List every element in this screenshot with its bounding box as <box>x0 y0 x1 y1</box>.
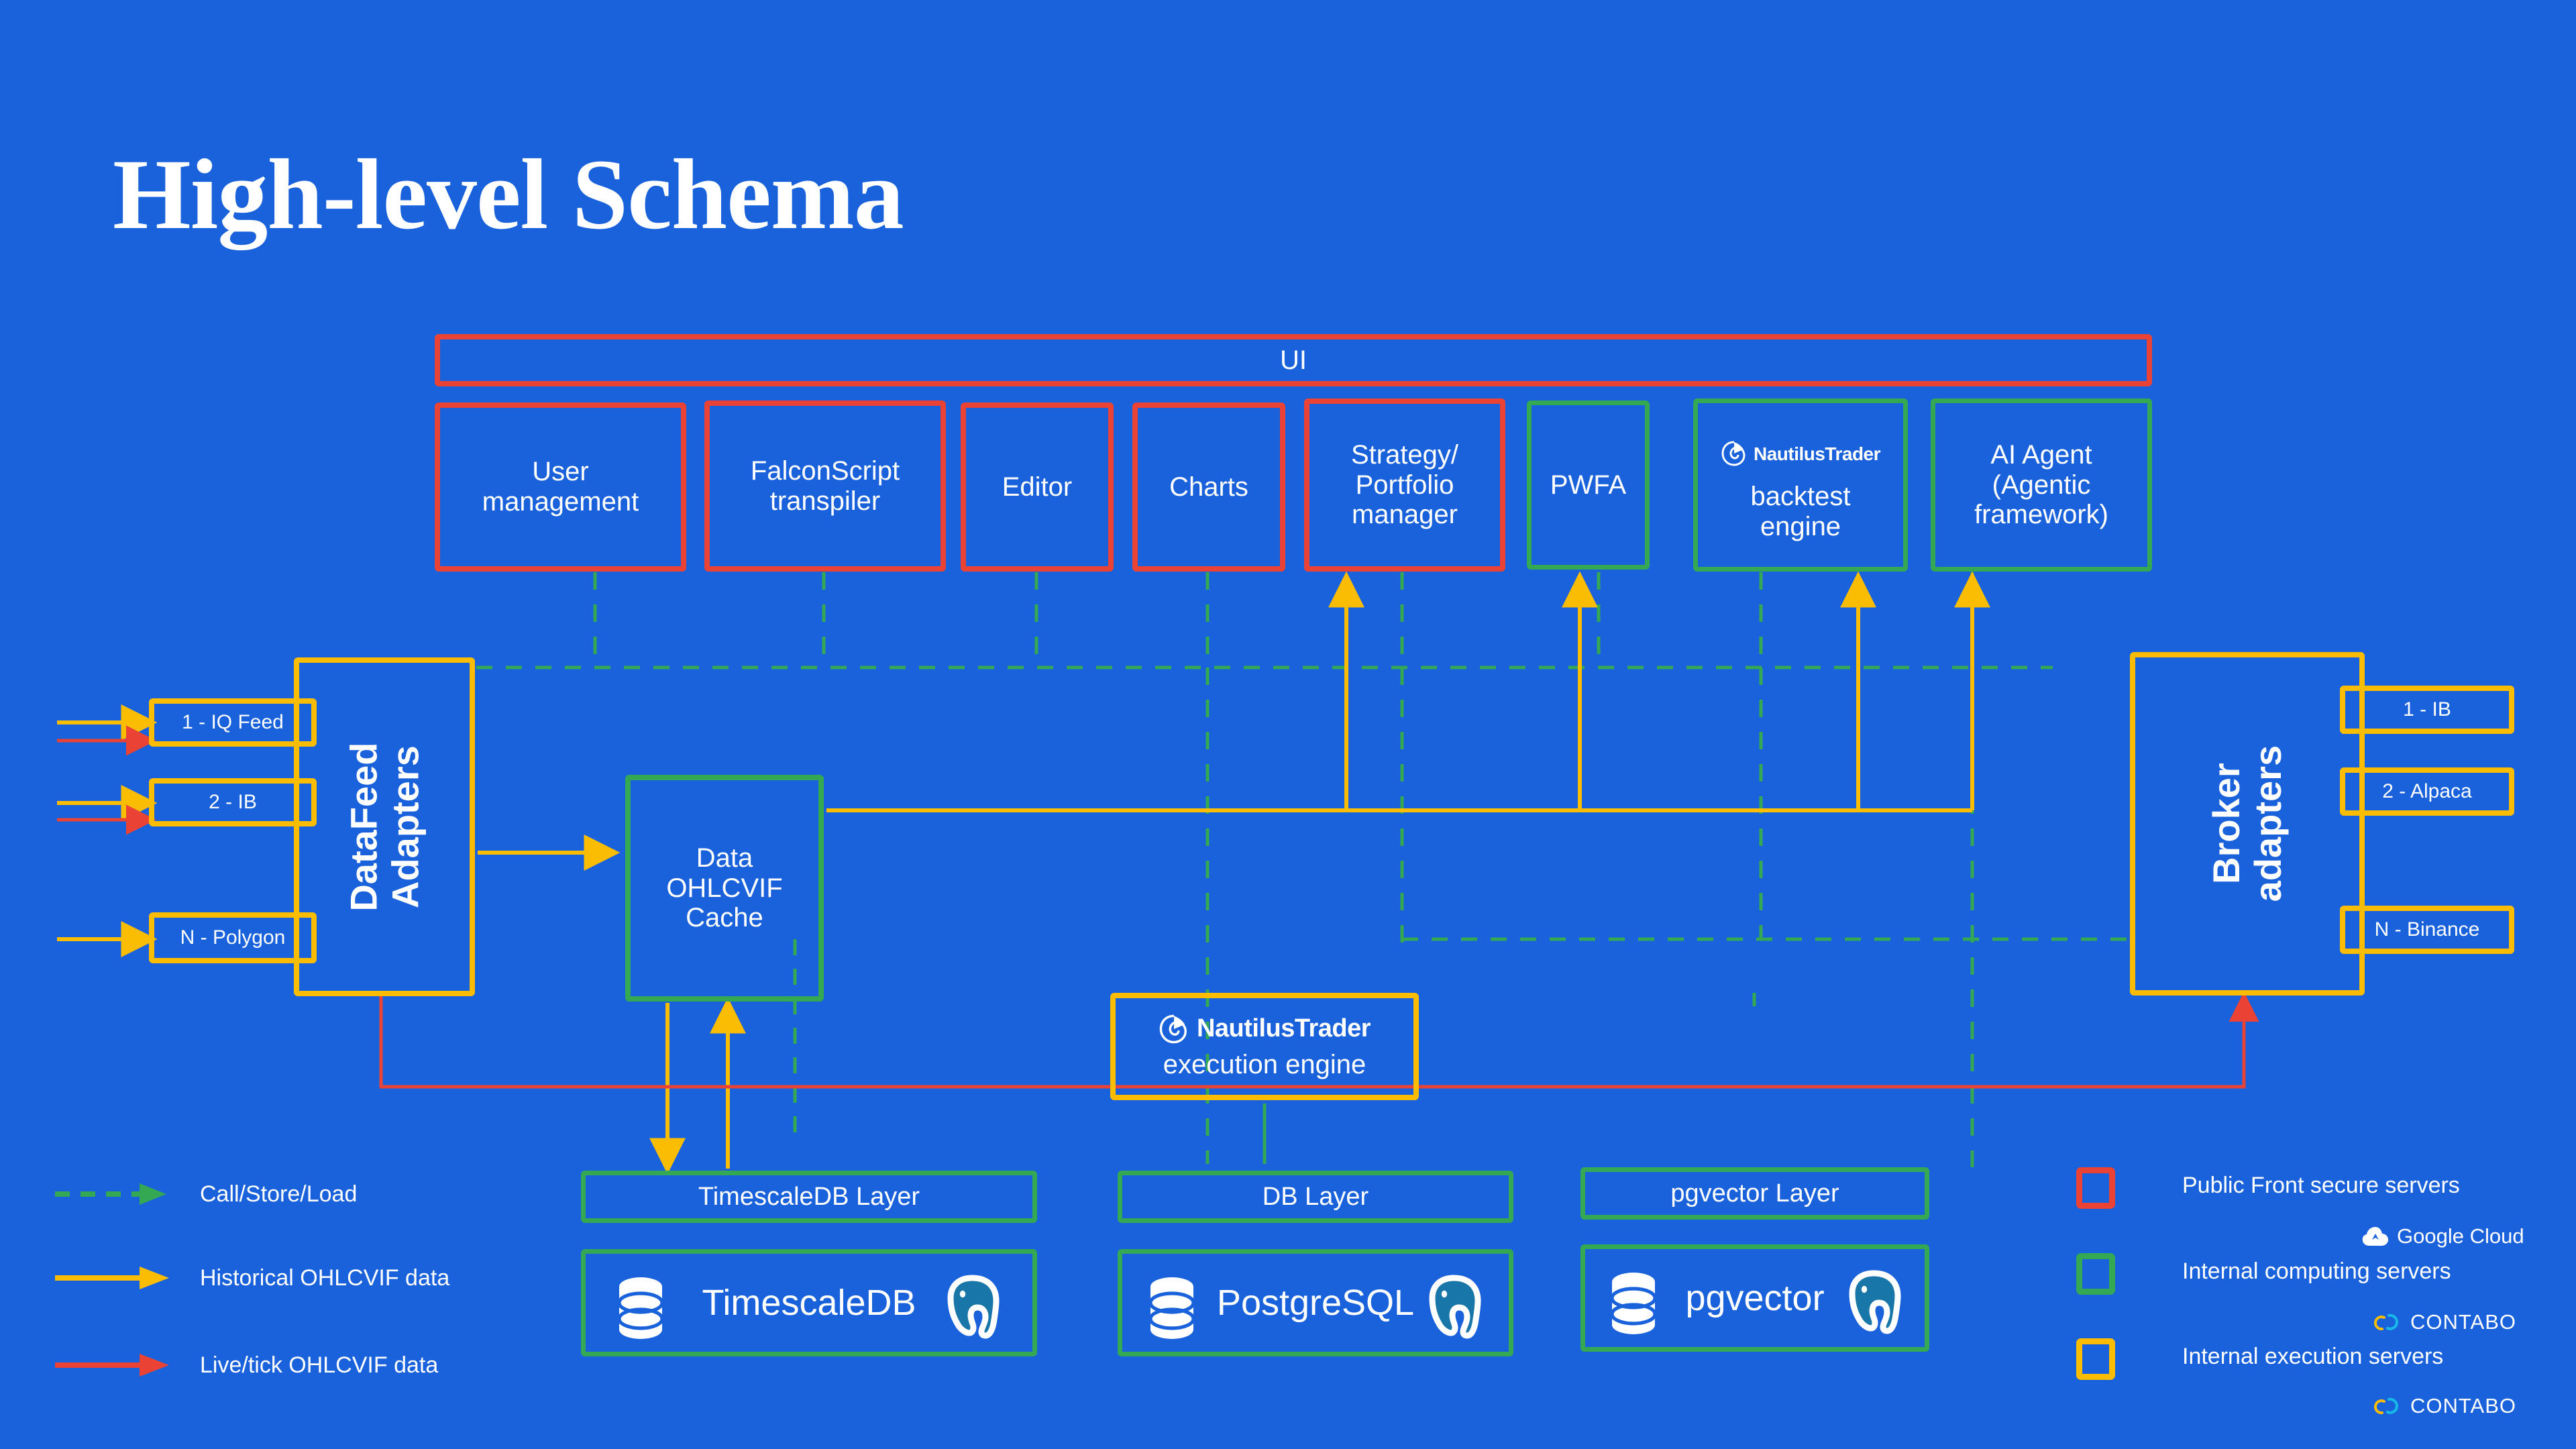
legend-label: Live/tick OHLCVIF data <box>200 1352 439 1378</box>
legend-label: Internal execution servers <box>2182 1344 2444 1369</box>
legend-internal-execution-servers: Internal execution servers <box>2076 1338 2559 1380</box>
legend-historical-data: Historical OHLCVIF data <box>54 1261 590 1295</box>
legend-swatch-yellow <box>2076 1338 2115 1380</box>
broker-item-label: N - Binance <box>2374 918 2480 941</box>
provider-contabo-1: CONTABO <box>2371 1310 2516 1334</box>
broker-adapters-container[interactable]: Broker adapters <box>2130 652 2365 996</box>
ui-module-label: Editor <box>1002 472 1073 502</box>
datafeed-item-ib[interactable]: 2 - IB <box>149 778 317 826</box>
ui-module-label: User management <box>482 457 639 517</box>
execution-engine-label: execution engine <box>1163 1049 1366 1079</box>
timescaledb-layer[interactable]: TimescaleDB Layer <box>581 1171 1037 1223</box>
timescaledb-server[interactable]: TimescaleDB <box>581 1249 1037 1356</box>
solid-arrow-icon <box>55 1267 169 1289</box>
contabo-icon <box>2374 1397 2398 1415</box>
datafeed-adapters-title: DataFeed Adapters <box>342 742 426 912</box>
provider-label: CONTABO <box>2410 1394 2516 1417</box>
legend-label: Historical OHLCVIF data <box>200 1265 450 1291</box>
data-ohlcvif-cache[interactable]: Data OHLCVIF Cache <box>625 775 824 1002</box>
solid-arrow-icon <box>55 1354 169 1377</box>
ui-module-strategy-portfolio-manager[interactable]: Strategy/ Portfolio manager <box>1304 398 1505 572</box>
broker-item-label: 1 - IB <box>2403 698 2451 721</box>
ui-module-label: Charts <box>1169 472 1248 502</box>
datafeed-item-iq-feed[interactable]: 1 - IQ Feed <box>149 698 317 747</box>
nautilustrader-logo: NautilusTrader <box>1159 1014 1371 1044</box>
nautilustrader-logo: NautilusTrader <box>1721 440 1881 467</box>
legend-internal-computing-servers: Internal computing servers <box>2076 1253 2559 1295</box>
datafeed-item-label: 2 - IB <box>209 791 257 814</box>
postgresql-elephant-icon <box>1423 1273 1485 1346</box>
provider-contabo-2: CONTABO <box>2371 1394 2516 1418</box>
ui-bar[interactable]: UI <box>435 334 2152 386</box>
storage-db-name: PostgreSQL <box>1216 1282 1415 1323</box>
nautilus-shell-icon <box>1159 1014 1187 1043</box>
ui-module-label: Strategy/ Portfolio manager <box>1350 439 1459 530</box>
legend-swatch-red <box>2076 1167 2115 1209</box>
legend-public-front-servers: Public Front secure servers <box>2076 1167 2559 1209</box>
provider-label: CONTABO <box>2410 1310 2516 1334</box>
legend-call-store-load: Call/Store/Load <box>54 1177 523 1211</box>
ui-bar-label: UI <box>1280 345 1307 375</box>
database-cylinder-icon <box>611 1276 670 1344</box>
db-layer[interactable]: DB Layer <box>1118 1171 1513 1223</box>
postgresql-elephant-icon <box>1843 1268 1904 1341</box>
storage-layer-label: DB Layer <box>1262 1182 1369 1211</box>
storage-layer-label: TimescaleDB Layer <box>698 1182 920 1211</box>
ui-module-ai-agent[interactable]: AI Agent (Agentic framework) <box>1931 398 2152 572</box>
page-title: High-level Schema <box>113 139 904 250</box>
datafeed-item-label: N - Polygon <box>180 926 286 949</box>
ui-module-backtest-engine[interactable]: NautilusTrader backtest engine <box>1693 398 1908 572</box>
legend-swatch-green <box>2076 1253 2115 1295</box>
ui-module-falconscript-transpiler[interactable]: FalconScript transpiler <box>704 400 946 572</box>
legend-label: Internal computing servers <box>2182 1258 2451 1284</box>
pgvector-layer[interactable]: pgvector Layer <box>1580 1167 1929 1220</box>
google-cloud-icon <box>2362 1227 2388 1246</box>
ui-module-label: FalconScript transpiler <box>750 455 900 516</box>
datafeed-item-label: 1 - IQ Feed <box>182 711 284 734</box>
storage-db-name: pgvector <box>1685 1277 1825 1318</box>
nautilustrader-wordmark: NautilusTrader <box>1196 1014 1371 1043</box>
legend-label: Public Front secure servers <box>2182 1173 2460 1198</box>
database-cylinder-icon <box>1604 1271 1663 1339</box>
contabo-icon <box>2374 1313 2398 1331</box>
datafeed-adapters-container[interactable]: DataFeed Adapters <box>294 657 475 996</box>
dashed-arrow-icon <box>55 1183 166 1205</box>
database-cylinder-icon <box>1142 1276 1201 1344</box>
ui-module-label: PWFA <box>1550 470 1627 500</box>
nautilustrader-execution-engine[interactable]: NautilusTrader execution engine <box>1110 993 1419 1100</box>
nautilus-shell-icon <box>1721 441 1746 466</box>
broker-item-binance[interactable]: N - Binance <box>2340 906 2514 954</box>
ui-module-user-management[interactable]: User management <box>435 402 686 572</box>
broker-item-label: 2 - Alpaca <box>2382 780 2472 803</box>
ui-module-label: AI Agent (Agentic framework) <box>1974 439 2109 530</box>
ui-module-charts[interactable]: Charts <box>1132 402 1285 572</box>
storage-layer-label: pgvector Layer <box>1670 1179 1839 1208</box>
legend-live-tick-data: Live/tick OHLCVIF data <box>54 1348 590 1382</box>
pgvector-server[interactable]: pgvector <box>1580 1244 1929 1352</box>
datafeed-item-polygon[interactable]: N - Polygon <box>149 912 317 963</box>
postgresql-server[interactable]: PostgreSQL <box>1118 1249 1513 1356</box>
nautilustrader-wordmark: NautilusTrader <box>1753 443 1881 464</box>
ui-module-editor[interactable]: Editor <box>961 402 1114 572</box>
storage-db-name: TimescaleDB <box>702 1282 916 1323</box>
provider-label: Google Cloud <box>2397 1224 2524 1248</box>
postgresql-elephant-icon <box>941 1273 1003 1346</box>
provider-google-cloud: Google Cloud <box>2361 1224 2524 1248</box>
ui-module-label: backtest engine <box>1750 482 1851 541</box>
broker-item-ib[interactable]: 1 - IB <box>2340 686 2514 734</box>
ui-module-pwfa[interactable]: PWFA <box>1527 400 1650 570</box>
broker-item-alpaca[interactable]: 2 - Alpaca <box>2340 767 2514 816</box>
broker-adapters-title: Broker adapters <box>2205 745 2289 902</box>
cache-label: Data OHLCVIF Cache <box>666 843 783 933</box>
legend-label: Call/Store/Load <box>200 1181 358 1207</box>
